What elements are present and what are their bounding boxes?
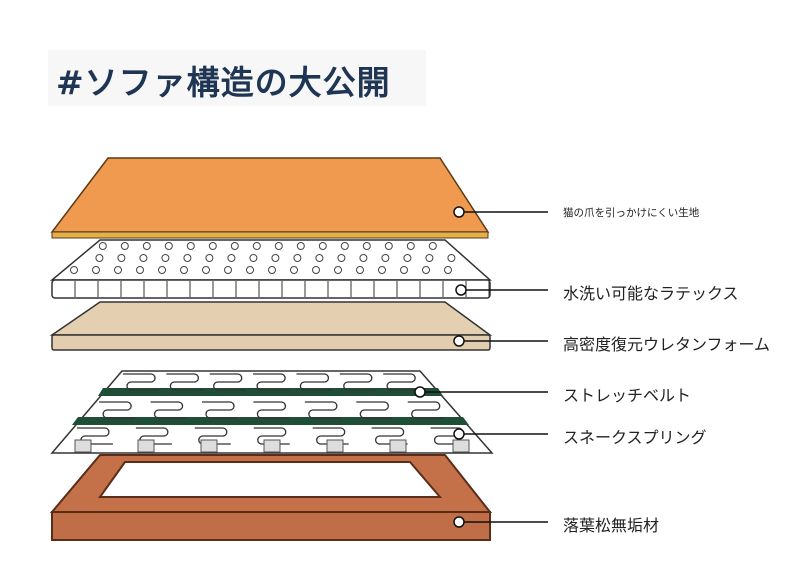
latex-hole [403, 254, 412, 262]
layer-label-frame: 落葉松無垢材 [563, 516, 660, 535]
spring-clip [137, 439, 155, 453]
latex-hole [296, 242, 305, 250]
spring-layer [50, 370, 494, 454]
latex-hole [70, 266, 78, 274]
layer-label-spring: スネークスプリング [563, 428, 707, 447]
latex-hole [334, 266, 342, 274]
fabric-layer [50, 157, 490, 239]
layer-label-foam: 高密度復元ウレタンフォーム [563, 335, 771, 354]
latex-hole [161, 254, 170, 262]
latex-hole [400, 266, 408, 274]
snake-spring [371, 427, 408, 445]
stretch-belt [72, 417, 469, 425]
urethane-foam-layer [49, 301, 493, 351]
latex-hole [98, 242, 107, 250]
snake-spring [253, 373, 290, 391]
latex-hole [142, 242, 151, 250]
latex-hole [293, 254, 302, 262]
latex-hole [230, 242, 239, 250]
latex-hole [95, 254, 104, 262]
snake-spring [356, 401, 393, 419]
snake-spring [253, 427, 290, 445]
latex-hole [362, 242, 371, 250]
snake-spring [339, 373, 376, 391]
latex-hole [447, 254, 456, 262]
latex-hole [425, 254, 434, 262]
latex-hole [422, 266, 430, 274]
latex-hole [92, 266, 100, 274]
stretch-belt [98, 388, 443, 396]
latex-hole [384, 242, 393, 250]
latex-hole [249, 254, 258, 262]
latex-hole [186, 242, 195, 250]
latex-hole [117, 254, 126, 262]
marker-dot [453, 335, 465, 347]
latex-hole [246, 266, 254, 274]
latex-hole [268, 266, 276, 274]
latex-hole [318, 242, 327, 250]
snake-spring [296, 373, 333, 391]
latex-hole [406, 242, 415, 250]
latex-hole [428, 242, 437, 250]
latex-hole [359, 254, 368, 262]
spring-clip [452, 439, 470, 453]
latex-hole [202, 266, 210, 274]
spring-clip [326, 439, 344, 453]
marker-dot [453, 428, 465, 440]
snake-spring [166, 373, 203, 391]
snake-spring [304, 401, 341, 419]
snake-spring [312, 427, 349, 445]
latex-hole [139, 254, 148, 262]
latex-hole [312, 266, 320, 274]
latex-hole [227, 254, 236, 262]
latex-hole [120, 242, 129, 250]
latex-hole [340, 242, 349, 250]
latex-hole [356, 266, 364, 274]
spring-clip [74, 439, 92, 453]
latex-hole [290, 266, 298, 274]
latex-hole [315, 254, 324, 262]
latex-hole [381, 254, 390, 262]
snake-spring [99, 401, 136, 419]
marker-dot [414, 386, 426, 398]
latex-hole [164, 242, 173, 250]
marker-dot [453, 206, 465, 218]
latex-hole [274, 242, 283, 250]
latex-hole [252, 242, 261, 250]
snake-spring [201, 401, 238, 419]
spring-clip [200, 439, 218, 453]
latex-hole [183, 254, 192, 262]
latex-hole [205, 254, 214, 262]
latex-hole [444, 266, 452, 274]
spring-clip [263, 439, 281, 453]
latex-hole [180, 266, 188, 274]
latex-hole [136, 266, 144, 274]
page-title: #ソファ構造の大公開 [56, 63, 391, 102]
latex-hole [158, 266, 166, 274]
snake-spring [194, 427, 231, 445]
spring-clip [389, 439, 407, 453]
snake-spring [123, 373, 160, 391]
latex-hole [378, 266, 386, 274]
layer-label-fabric: 猫の爪を引っかけにくい生地 [563, 207, 700, 219]
latex-hole [337, 254, 346, 262]
latex-hole [114, 266, 122, 274]
latex-hole [208, 242, 217, 250]
layer-label-latex: 水洗い可能なラテックス [563, 284, 739, 303]
snake-spring [150, 401, 187, 419]
wood-frame-layer [49, 454, 493, 541]
marker-dot [453, 516, 465, 528]
latex-hole [271, 254, 280, 262]
snake-spring [383, 373, 420, 391]
snake-spring [253, 401, 290, 419]
layer-label-belt: ストレッチベルト [563, 386, 692, 405]
snake-spring [407, 401, 444, 419]
marker-dot [455, 284, 467, 296]
latex-hole [224, 266, 232, 274]
snake-spring [209, 373, 246, 391]
title-background [48, 50, 426, 106]
latex-layer [49, 239, 492, 299]
